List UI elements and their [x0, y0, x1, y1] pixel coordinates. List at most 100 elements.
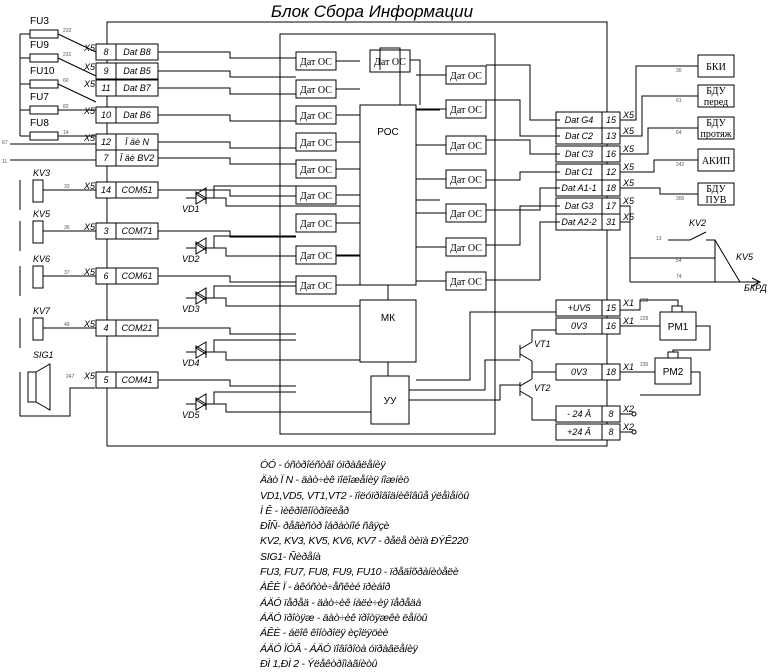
diode-label: VD3 [182, 304, 200, 314]
datoc-label: Дат ОС [450, 277, 482, 288]
pm1-label: PM1 [668, 322, 689, 333]
output-label: Dat G3 [565, 201, 594, 211]
input-connector: X5 [83, 267, 96, 277]
power-label: - 24 Â [567, 409, 591, 419]
fuse-icon [29, 29, 59, 39]
input-connector: X5 [83, 371, 96, 381]
power-connector: X1 [622, 362, 634, 372]
switch-contact-icon [32, 220, 44, 244]
datoc-label: Дат ОС [300, 281, 332, 292]
datoc-label: Дат ОС [450, 243, 482, 254]
device-wire-num: 61 [676, 98, 682, 104]
wiring [379, 47, 711, 421]
device-label: АКИП [702, 156, 730, 167]
output-num: 18 [606, 183, 616, 193]
datoc-label: Дат ОС [300, 111, 332, 122]
block-diagram: Блок Сбора Информации 8 Dat B8 X5 9 Dat B5 X5… [2, 2, 767, 447]
input-label: COM21 [121, 323, 152, 333]
datoc-label: Дат ОС [450, 141, 482, 152]
switch-wire-num: 37 [64, 270, 70, 276]
output-label: Dat A1-1 [561, 183, 596, 193]
output-connector: X5 [622, 212, 635, 222]
input-num: 10 [101, 110, 111, 120]
poc-label: РОС [377, 127, 398, 138]
legend-item: ÁÊÈ - áëîê êîíòðîëÿ èçîëÿöèè [260, 627, 389, 640]
fuse-icon [29, 79, 59, 89]
power-wire-num: 229 [640, 316, 649, 322]
output-connector: X5 [622, 126, 635, 136]
switch-label: KV7 [33, 306, 51, 316]
datoc-label: Дат ОС [300, 57, 332, 68]
input-connector: X5 [83, 319, 96, 329]
device-sublabel: перед [704, 97, 728, 108]
terminal-icon [631, 411, 637, 417]
fuse-icon [29, 105, 59, 115]
relay-pm1: PM1 [659, 305, 697, 341]
datoc-label: Дат ОС [450, 209, 482, 220]
power-label: 0V3 [571, 321, 587, 331]
input-connector: X5 [83, 62, 96, 72]
output-num: 17 [606, 201, 617, 211]
power-label: +UV5 [568, 303, 592, 313]
bkrd-label: БКРД [744, 283, 767, 293]
output-num: 12 [606, 167, 616, 177]
diode-label: VD4 [182, 358, 200, 368]
device-sublabel: ПУВ [706, 195, 727, 206]
diode-icon [195, 191, 207, 205]
siren-label: SIG1 [33, 350, 54, 360]
legend-item: VD1,VD5, VT1,VT2 - ïîëóïðîâîäíèêîâûå ýëå… [260, 489, 469, 502]
vt1-symbol-icon [519, 341, 533, 362]
legend-item: SIG1- Ñèðåíà [260, 550, 321, 563]
fuse-label: FU3 [30, 16, 49, 27]
diode-icon [195, 397, 207, 411]
power-connector: X2 [622, 422, 634, 432]
input-connector: X5 [83, 133, 96, 143]
switch-contact-icon [32, 179, 44, 203]
switch-label: KV5 [33, 209, 51, 219]
input-label: COM61 [121, 271, 152, 281]
vt1-label: VT1 [534, 339, 551, 349]
legend-item: ÁÄÓ ïðîòÿæ - äàò÷èê ïðîòÿæêè ëåíòû [260, 611, 428, 624]
input-label: COM71 [121, 226, 152, 236]
power-num: 8 [608, 409, 613, 419]
fuse-label: FU9 [30, 40, 49, 51]
siren-body [27, 371, 37, 403]
diagram-title: Блок Сбора Информации [271, 2, 474, 21]
mk-microcontroller [359, 299, 417, 363]
side-wire-11: 11 [2, 159, 7, 165]
output-label: Dat A2-2 [561, 217, 596, 227]
legend-item: Äàò Ï N - äàò÷èê ïîëîæåíèÿ íîæíèö [260, 474, 409, 487]
siren-horn-icon [35, 363, 51, 411]
device-wire-num: 242 [676, 162, 685, 168]
fuse-wire-num: 14 [63, 130, 69, 136]
input-num: 9 [103, 66, 108, 76]
input-label: Dat B8 [123, 47, 151, 57]
input-label: Dat B7 [123, 83, 152, 93]
input-num: 11 [101, 83, 110, 93]
legend-item: ÀÊÈ Ï - àêóñòè÷åñêèé ïðèáîð [260, 581, 391, 594]
input-num: 7 [103, 153, 109, 163]
power-connector: X1 [622, 316, 634, 326]
device-label: БДУ [706, 184, 726, 195]
datoc-label: Дат ОС [300, 219, 332, 230]
datoc-label: Дат ОС [300, 85, 332, 96]
output-num: 31 [606, 217, 616, 227]
input-num: 3 [103, 226, 108, 236]
pm2-label: PM2 [663, 367, 684, 378]
input-label: Dat B5 [123, 66, 152, 76]
input-label: Dat B6 [123, 110, 151, 120]
input-num: 6 [103, 271, 108, 281]
output-label: Dat C3 [565, 149, 593, 159]
kv2-label: KV2 [689, 218, 706, 228]
output-label: Dat C2 [565, 131, 593, 141]
device-label: БДУ [706, 86, 726, 97]
output-connector: X5 [622, 196, 635, 206]
fuse-wire-num: 82 [63, 104, 69, 110]
power-connector: X2 [622, 404, 634, 414]
kv5-right-label: KV5 [736, 252, 754, 262]
input-num: 14 [101, 185, 111, 195]
device-wire-num: 300 [676, 196, 685, 202]
input-label: COM51 [121, 185, 152, 195]
